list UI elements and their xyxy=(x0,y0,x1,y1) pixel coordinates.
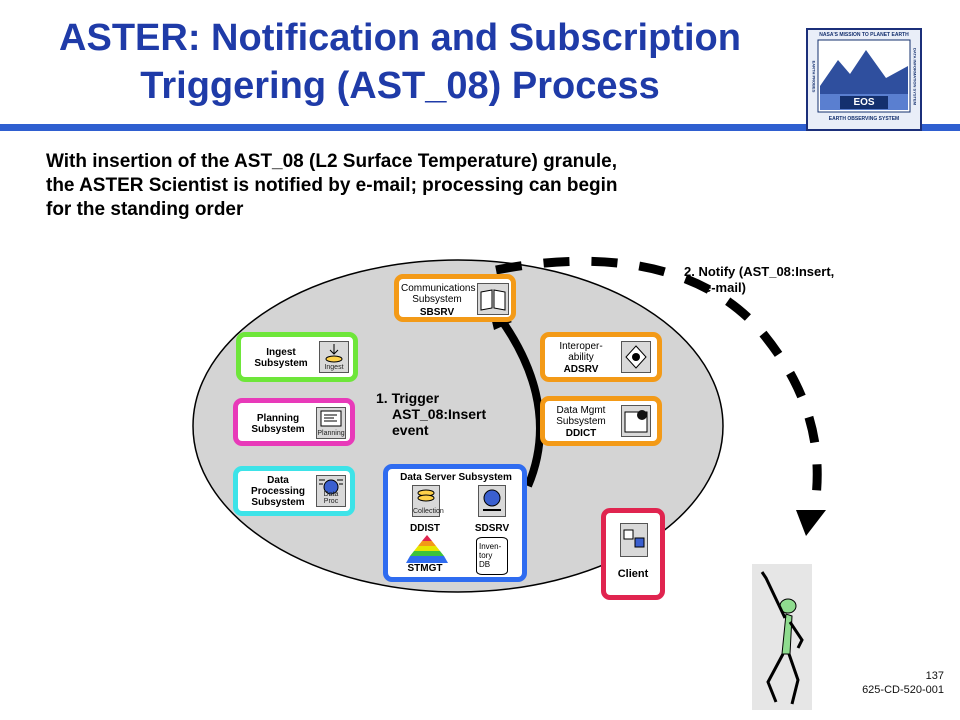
ingest-label-2: Subsystem xyxy=(254,358,308,369)
notify-note-line-2: e-mail) xyxy=(704,280,746,295)
interoperability-label-2: ability xyxy=(568,352,594,363)
data-mgmt-code: DDICT xyxy=(565,428,597,439)
data-server-title: Data Server Subsystem xyxy=(400,472,512,483)
planning-subsystem: Planning Subsystem Planning xyxy=(233,398,355,446)
logo-top-text: NASA'S MISSION TO PLANET EARTH xyxy=(819,32,909,38)
stmgt-pyramid-icon xyxy=(406,535,448,563)
data-processing-icon-art xyxy=(319,479,343,495)
ingest-icon: Ingest xyxy=(319,341,349,373)
communications-code: SBSRV xyxy=(419,307,455,318)
eos-logo-art xyxy=(817,39,911,113)
sdsrv-icon-art xyxy=(483,489,501,511)
collection-icon-caption: Collection xyxy=(413,508,444,515)
data-processing-label: Data xyxy=(267,475,289,486)
eos-logo: NASA'S MISSION TO PLANET EARTH EOS EARTH… xyxy=(806,28,922,131)
page-footer: 137 625-CD-520-001 xyxy=(862,669,944,697)
ddist-label: DDIST xyxy=(410,523,440,534)
interoperability-label: Interoper- xyxy=(559,341,603,352)
interoperability-code: ADSRV xyxy=(563,364,599,375)
inventory-db-icon: Inven- tory DB xyxy=(476,537,508,575)
data-processing-subsystem: Data Processing Subsystem Data Proc xyxy=(233,466,355,516)
client-box: Client xyxy=(601,508,665,600)
data-mgmt-icon xyxy=(621,405,651,437)
inventory-db-line-1: Inven- xyxy=(479,542,502,551)
planning-icon-art xyxy=(320,410,342,427)
title-line-2: Triggering (AST_08) Process xyxy=(140,65,660,107)
planning-icon-caption: Planning xyxy=(317,430,345,437)
book-icon xyxy=(477,283,509,315)
sdsrv-label: SDSRV xyxy=(474,523,510,534)
subtitle: With insertion of the AST_08 (L2 Surface… xyxy=(46,150,806,222)
title-divider xyxy=(0,124,960,131)
data-processing-icon-caption: Data Proc xyxy=(323,491,339,505)
client-icon-art xyxy=(623,529,645,548)
notify-note: 2. Notify (AST_08:Insert, e-mail) xyxy=(684,264,834,296)
data-server-subsystem: Data Server Subsystem Collection DDIST S… xyxy=(383,464,527,582)
data-mgmt-label-2: Subsystem xyxy=(556,416,606,427)
data-mgmt-subsystem: Data Mgmt Subsystem DDICT xyxy=(540,396,662,446)
inventory-db-line-3: DB xyxy=(479,560,491,569)
logo-eos-text: EOS xyxy=(853,97,875,108)
ingest-label: Ingest xyxy=(266,347,296,358)
ingest-icon-caption: Ingest xyxy=(324,364,344,371)
data-processing-icon: Data Proc xyxy=(316,475,346,507)
trigger-note-line-1: 1. Trigger xyxy=(376,390,440,406)
communications-subsystem: Communications Subsystem SBSRV xyxy=(394,274,516,322)
planning-label-2: Subsystem xyxy=(251,424,305,435)
data-processing-label-2: Processing xyxy=(251,486,305,497)
interoperability-icon xyxy=(621,341,651,373)
subtitle-line-2: the ASTER Scientist is notified by e-mai… xyxy=(46,175,618,196)
planning-label: Planning xyxy=(256,413,300,424)
scientist-figure-art xyxy=(760,571,804,705)
trigger-note-line-2: AST_08:Insert xyxy=(392,406,487,422)
notify-arrowhead xyxy=(796,510,826,536)
logo-bottom-text: EARTH OBSERVING SYSTEM xyxy=(828,116,900,122)
ingest-icon-art xyxy=(325,344,343,363)
communications-label-2: Subsystem xyxy=(412,294,462,305)
planning-icon: Planning xyxy=(316,407,346,439)
trigger-note-line-3: event xyxy=(392,422,429,438)
collection-icon-art xyxy=(417,489,435,502)
subtitle-line-3: for the standing order xyxy=(46,199,244,220)
page-number: 137 xyxy=(925,670,944,682)
interoperability-icon-art xyxy=(625,345,647,369)
book-icon-art xyxy=(480,289,506,311)
collection-icon: Collection xyxy=(412,485,444,517)
data-mgmt-label: Data Mgmt xyxy=(556,405,606,416)
client-icon xyxy=(620,523,648,557)
communications-label: Communications xyxy=(401,283,476,294)
trigger-arrow xyxy=(496,315,544,488)
notify-note-line-1: 2. Notify (AST_08:Insert, xyxy=(684,264,835,279)
page-title: ASTER: Notification and Subscription Tri… xyxy=(0,14,800,110)
data-processing-label-3: Subsystem xyxy=(251,497,305,508)
interoperability-subsystem: Interoper- ability ADSRV xyxy=(540,332,662,382)
ingest-subsystem: Ingest Subsystem Ingest xyxy=(236,332,358,382)
scientist-figure xyxy=(752,564,812,710)
sdsrv-icon xyxy=(478,485,506,517)
stmgt-label: STMGT xyxy=(407,563,443,574)
doc-id: 625-CD-520-001 xyxy=(862,684,944,696)
inventory-db-line-2: tory xyxy=(479,551,493,560)
client-label: Client xyxy=(617,568,649,580)
title-line-1: ASTER: Notification and Subscription xyxy=(59,17,741,59)
subtitle-line-1: With insertion of the AST_08 (L2 Surface… xyxy=(46,151,617,172)
trigger-note: 1. Trigger AST_08:Insert event xyxy=(376,390,486,438)
data-mgmt-icon-art xyxy=(624,410,648,433)
